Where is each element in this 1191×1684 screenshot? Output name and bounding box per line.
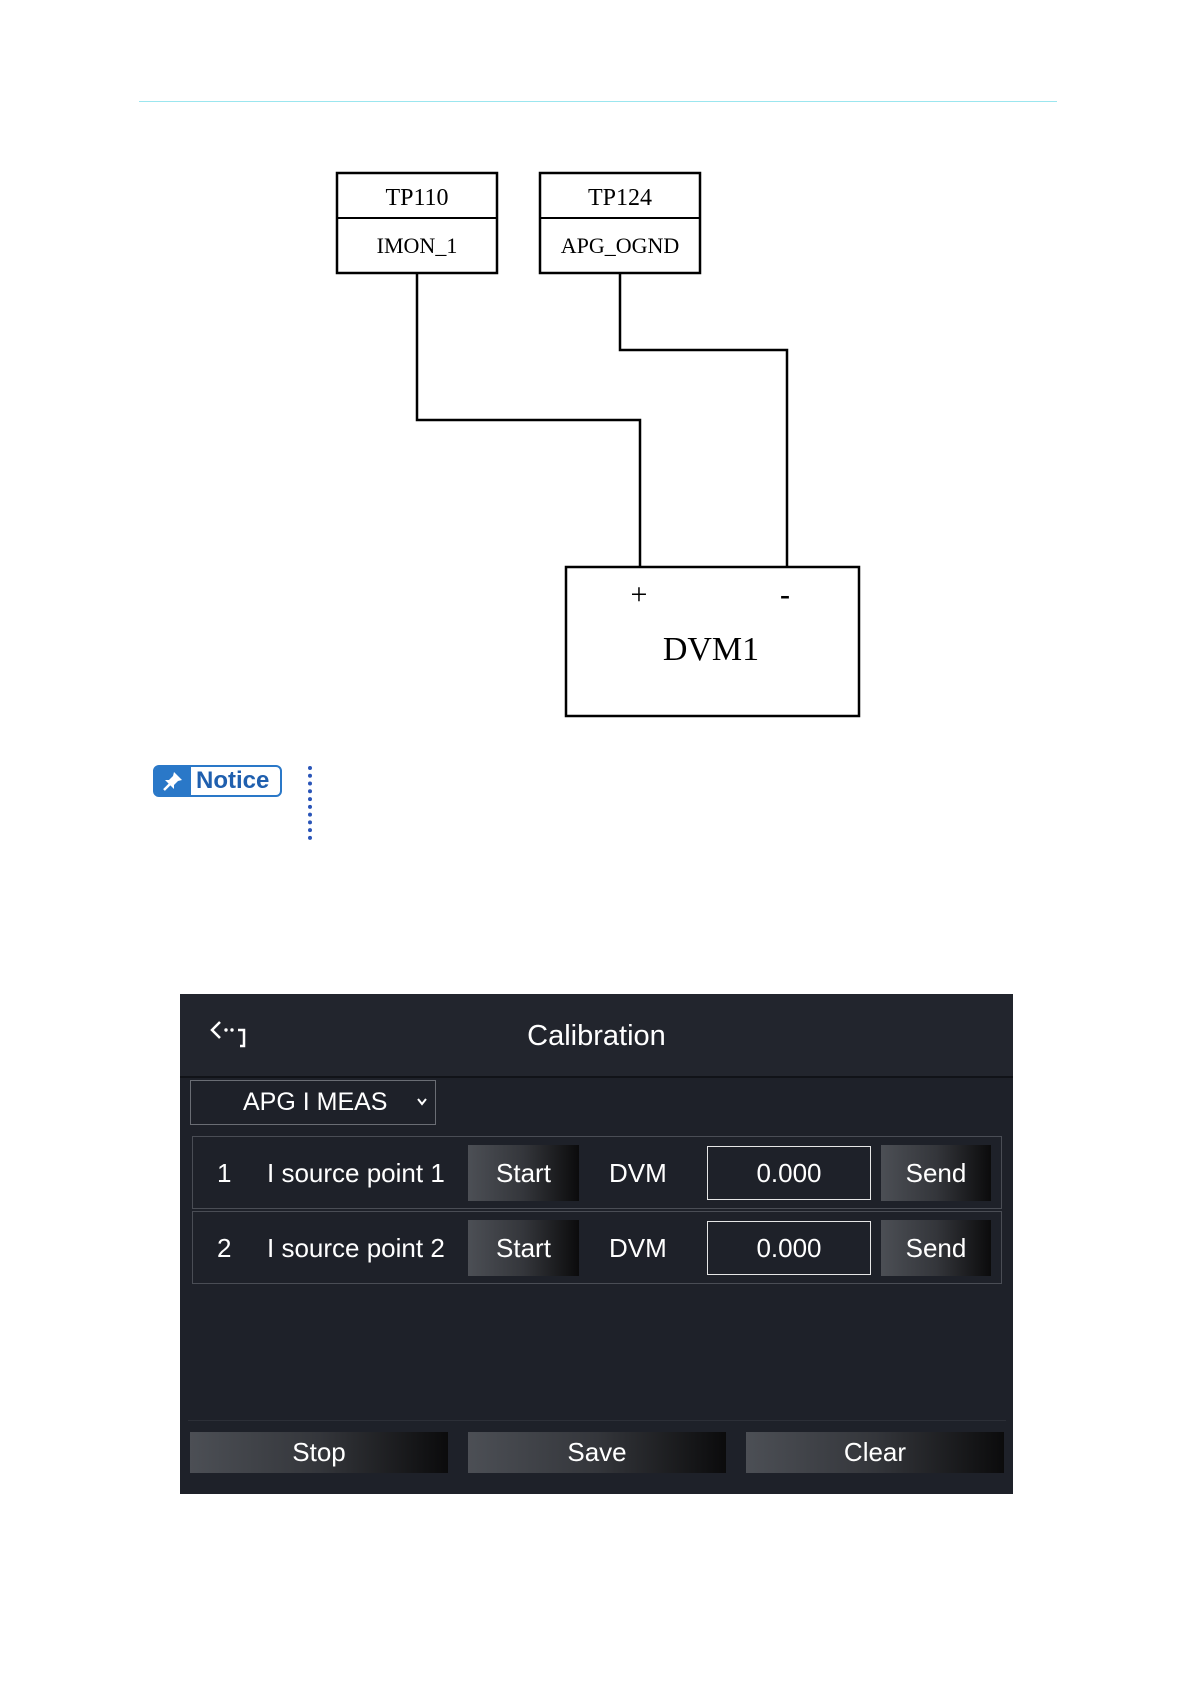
send-button[interactable]: Send <box>881 1145 991 1201</box>
save-button[interactable]: Save <box>468 1432 726 1473</box>
wire-plus <box>417 273 640 567</box>
start-button[interactable]: Start <box>468 1145 579 1201</box>
dvm-value-field[interactable]: 0.000 <box>707 1146 871 1200</box>
tp124-name: TP124 <box>588 185 652 211</box>
dvm-label: DVM <box>609 1158 667 1189</box>
page-title: Calibration <box>180 1020 1013 1053</box>
row-label: I source point 1 <box>267 1158 445 1189</box>
notice-badge: Notice <box>153 765 282 797</box>
clear-button[interactable]: Clear <box>746 1432 1004 1473</box>
row-index: 1 <box>217 1158 231 1189</box>
notice-label: Notice <box>191 767 269 795</box>
calibration-row: 1 I source point 1 Start DVM 0.000 Send <box>192 1136 1002 1209</box>
panel-header: Calibration <box>180 994 1013 1078</box>
send-button[interactable]: Send <box>881 1220 991 1276</box>
dvm1-label: DVM1 <box>663 631 759 668</box>
footer-divider <box>188 1420 1006 1421</box>
dvm-label: DVM <box>609 1233 667 1264</box>
dvm-value-field[interactable]: 0.000 <box>707 1221 871 1275</box>
mode-select-value: APG I MEAS <box>191 1088 387 1117</box>
dvm-plus-label: + <box>631 578 648 611</box>
stop-button[interactable]: Stop <box>190 1432 448 1473</box>
row-label: I source point 2 <box>267 1233 445 1264</box>
calibration-panel: Calibration APG I MEAS 1 I source point … <box>180 994 1013 1494</box>
dvm-minus-label: - <box>780 578 790 611</box>
row-index: 2 <box>217 1233 231 1264</box>
wiring-diagram: TP110 IMON_1 TP124 APG_OGND + - DVM1 <box>0 0 1191 730</box>
notice-divider <box>308 766 312 840</box>
mode-select[interactable]: APG I MEAS <box>190 1080 436 1125</box>
pin-icon <box>155 767 191 795</box>
start-button[interactable]: Start <box>468 1220 579 1276</box>
wire-minus <box>620 273 787 567</box>
chevron-down-icon <box>415 1095 429 1109</box>
tp124-signal: APG_OGND <box>561 233 680 258</box>
tp110-name: TP110 <box>385 185 448 211</box>
tp110-signal: IMON_1 <box>377 233 458 258</box>
calibration-row: 2 I source point 2 Start DVM 0.000 Send <box>192 1211 1002 1284</box>
